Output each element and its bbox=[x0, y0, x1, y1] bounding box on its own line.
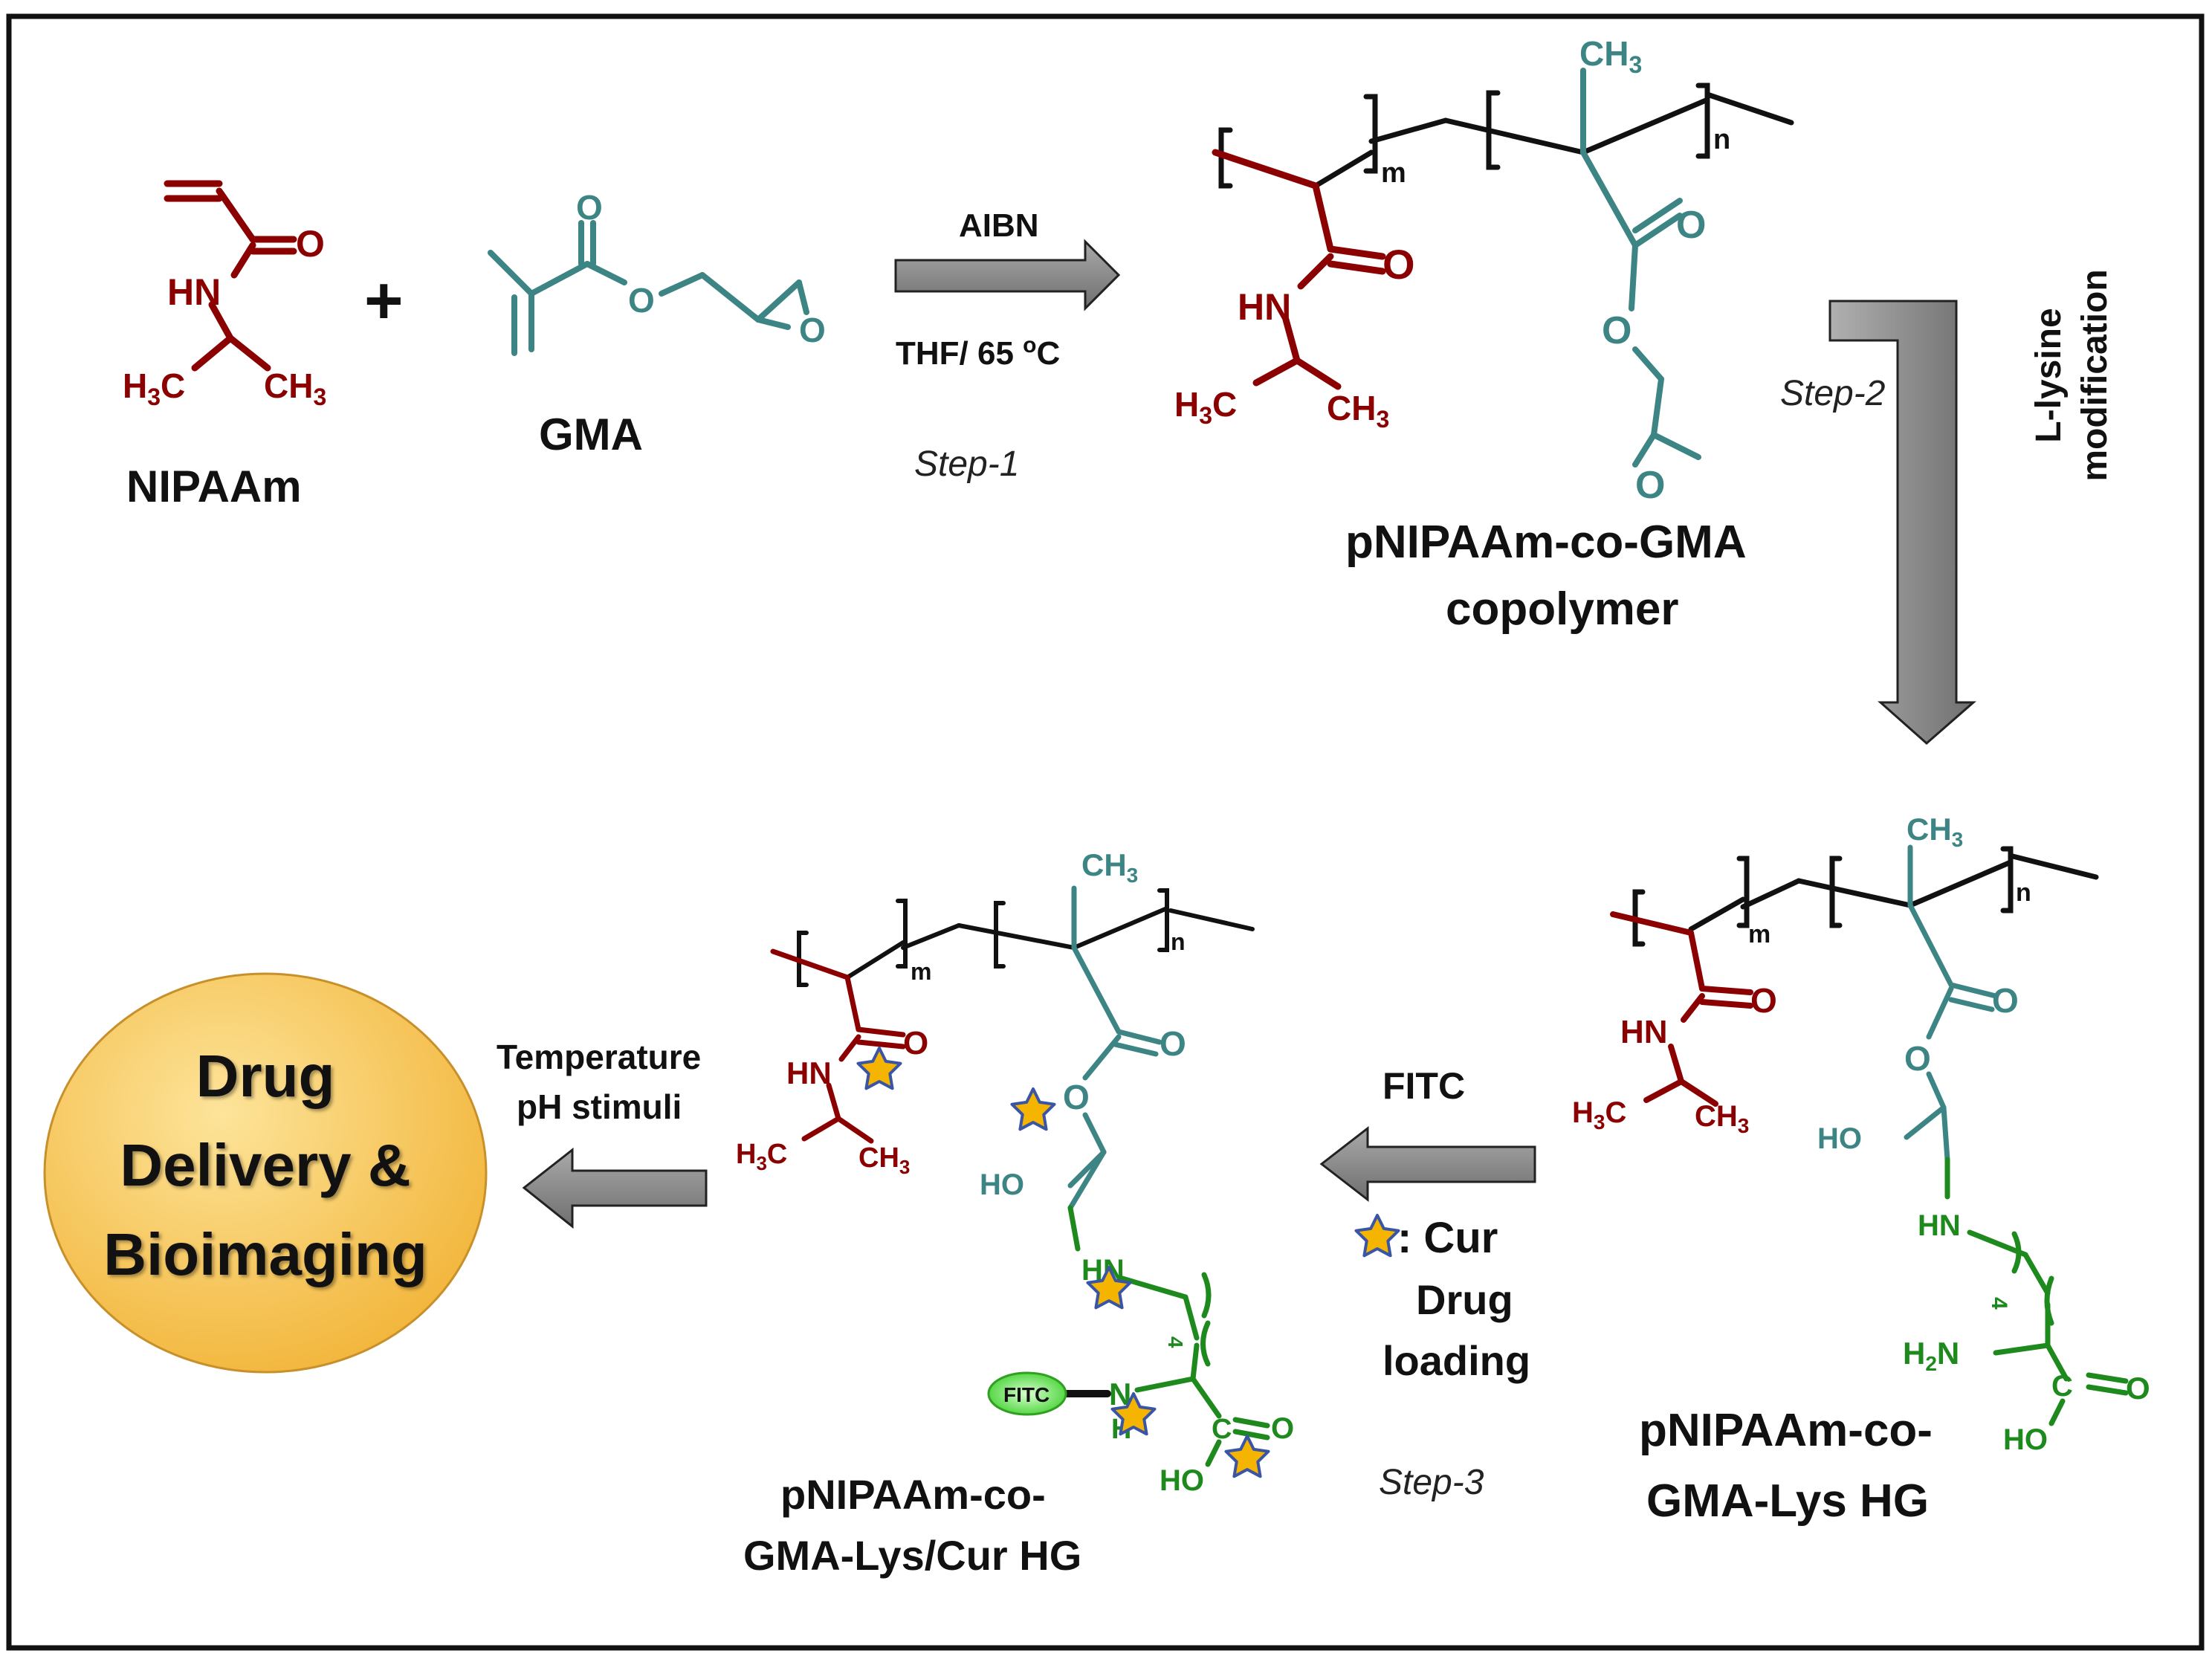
nipaam-structure bbox=[164, 180, 297, 372]
loaded-gel-structure bbox=[770, 885, 1270, 1467]
copolymer-h3c: H3C bbox=[1174, 385, 1237, 429]
loaded-gel-carboxyl-ho: HO bbox=[1160, 1464, 1204, 1497]
hydrogel-structure bbox=[1610, 844, 2129, 1426]
loaded-gel-ether-o: O bbox=[1063, 1078, 1090, 1116]
hydrogel-h3c: H3C bbox=[1572, 1096, 1626, 1134]
cur-star-icon bbox=[856, 1047, 902, 1090]
hydrogel-hn: HN bbox=[1918, 1209, 1961, 1242]
hydrogel-ester-o: O bbox=[1992, 981, 2019, 1020]
loaded-gel-ch3: CH3 bbox=[1081, 847, 1138, 887]
loaded-gel-name-line2: GMA-Lys/Cur HG bbox=[743, 1532, 1081, 1579]
hydrogel-carbonyl-o: O bbox=[1750, 981, 1777, 1020]
step3-legend-loading: loading bbox=[1382, 1337, 1530, 1384]
copolymer-m: m bbox=[1381, 158, 1406, 189]
hydrogel-m: m bbox=[1748, 920, 1770, 948]
hydrogel-ch3-red: CH3 bbox=[1695, 1100, 1749, 1137]
gma-label: GMA bbox=[539, 410, 643, 459]
step2-label: Step-2 bbox=[1780, 374, 1885, 413]
hydrogel-c: C bbox=[2051, 1370, 2073, 1403]
application-bubble bbox=[43, 972, 488, 1374]
nipaam-label: NIPAAm bbox=[126, 462, 302, 511]
nipaam-hn: HN bbox=[167, 271, 221, 313]
loaded-gel-ch3-red: CH3 bbox=[858, 1142, 910, 1178]
copolymer-epoxide-o: O bbox=[1635, 464, 1665, 507]
hydrogel-carboxyl-ho: HO bbox=[2003, 1423, 2048, 1456]
cur-star-icon bbox=[1010, 1087, 1056, 1131]
loaded-gel-n: n bbox=[1171, 928, 1186, 955]
copolymer-carbonyl-o: O bbox=[1382, 241, 1415, 288]
nipaam-ch3: CH3 bbox=[264, 366, 326, 410]
copolymer-ch3-red: CH3 bbox=[1327, 389, 1389, 433]
hydrogel-ho: HO bbox=[1817, 1122, 1862, 1155]
copolymer-n: n bbox=[1713, 124, 1730, 155]
stimuli-arrow bbox=[522, 1147, 708, 1229]
hydrogel-ether-o: O bbox=[1904, 1039, 1931, 1078]
step1-arrow bbox=[894, 239, 1121, 311]
step2-arrow bbox=[1828, 300, 1976, 745]
hydrogel-carboxyl-o: O bbox=[2126, 1371, 2150, 1406]
hydrogel-four: 4 bbox=[1987, 1297, 2011, 1310]
hydrogel-n: n bbox=[2016, 879, 2031, 907]
loaded-gel-carbonyl-o: O bbox=[903, 1025, 928, 1061]
nipaam-h3c: H3C bbox=[123, 366, 185, 410]
stimuli-line1: Temperature bbox=[497, 1038, 701, 1076]
step3-legend-cur: : Cur bbox=[1397, 1214, 1498, 1262]
gma-epoxide-o: O bbox=[799, 311, 826, 349]
hydrogel-name-line2: GMA-Lys HG bbox=[1646, 1475, 1929, 1527]
application-line3: Bioimaging bbox=[103, 1221, 427, 1287]
loaded-gel-four: 4 bbox=[1164, 1336, 1187, 1348]
copolymer-ether-o: O bbox=[1602, 309, 1631, 352]
step1-conditions: THF/ 65 oC bbox=[896, 333, 1060, 372]
copolymer-name-line2: copolymer bbox=[1446, 583, 1679, 635]
step1-reagent: AIBN bbox=[959, 207, 1039, 244]
gma-ester-o: O bbox=[628, 281, 655, 320]
stimuli-line2: pH stimuli bbox=[517, 1087, 682, 1126]
hydrogel-h2n: H2N bbox=[1903, 1336, 1959, 1375]
step2-reagent-line1: L-lysine bbox=[2029, 308, 2069, 442]
hydrogel-name-line1: pNIPAAm-co- bbox=[1639, 1405, 1933, 1456]
nipaam-oxygen: O bbox=[296, 223, 325, 265]
gma-structure bbox=[488, 220, 809, 356]
copolymer-hn: HN bbox=[1238, 286, 1291, 328]
gma-carbonyl-o: O bbox=[576, 188, 603, 227]
cur-star-icon bbox=[1224, 1435, 1270, 1478]
step3-reagent: FITC bbox=[1382, 1065, 1465, 1107]
application-line1: Drug bbox=[196, 1043, 335, 1109]
hydrogel-nh: HN bbox=[1620, 1014, 1668, 1050]
loaded-gel-h3c: H3C bbox=[736, 1139, 787, 1174]
step3-label: Step-3 bbox=[1379, 1463, 1484, 1502]
loaded-gel-ester-o: O bbox=[1160, 1024, 1186, 1063]
step3-arrow bbox=[1319, 1125, 1536, 1203]
copolymer-ch3: CH3 bbox=[1579, 34, 1642, 78]
step2-reagent-line2: modification bbox=[2075, 269, 2115, 481]
copolymer-structure bbox=[1212, 68, 1794, 468]
loaded-gel-hn: HN bbox=[786, 1055, 832, 1090]
step1-label: Step-1 bbox=[914, 444, 1019, 484]
step3-legend-drug: Drug bbox=[1416, 1276, 1513, 1323]
copolymer-ester-o: O bbox=[1676, 204, 1706, 247]
application-line2: Delivery & bbox=[120, 1132, 410, 1198]
plus-sign: + bbox=[364, 264, 404, 338]
loaded-gel-c-atom: C bbox=[1212, 1414, 1232, 1445]
cur-legend-star-icon bbox=[1354, 1214, 1400, 1258]
loaded-gel-carboxyl-o: O bbox=[1271, 1412, 1294, 1445]
loaded-gel-ho: HO bbox=[980, 1168, 1024, 1201]
loaded-gel-name-line1: pNIPAAm-co- bbox=[780, 1471, 1046, 1518]
fitc-tag-icon bbox=[987, 1371, 1067, 1416]
outer-frame bbox=[6, 13, 2205, 1651]
loaded-gel-m: m bbox=[911, 958, 931, 985]
step2-reagent: L-lysine modification bbox=[2029, 269, 2115, 481]
hydrogel-ch3: CH3 bbox=[1907, 812, 1963, 851]
fitc-tag-label: FITC bbox=[1003, 1383, 1050, 1406]
copolymer-name-line1: pNIPAAm-co-GMA bbox=[1345, 517, 1747, 568]
